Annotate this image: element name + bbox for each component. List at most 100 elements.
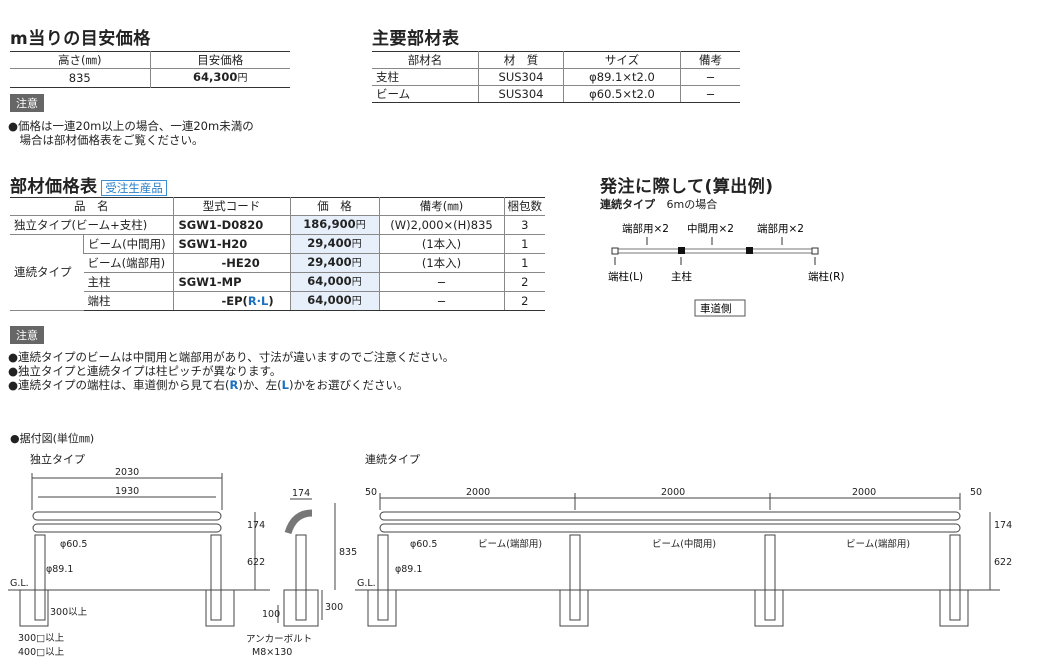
foundation (205, 589, 235, 627)
yen-unit: 円 (237, 73, 248, 84)
part-price: 29,400 (307, 255, 352, 269)
part-remark: − (378, 291, 504, 311)
dim-300: 300 (325, 602, 343, 613)
note-l: L (281, 378, 289, 392)
mat-cell: − (680, 68, 740, 86)
note-2-line: ●連続タイプのビームは中間用と端部用があり、寸法が違いますのでご注意ください。 (8, 350, 455, 364)
label-phi891: φ89.1 (46, 564, 73, 575)
label-gl: G.L. (10, 578, 29, 589)
post (377, 534, 389, 621)
label-anchor2: M8×130 (252, 647, 292, 658)
table-row: 支柱 SUS304 φ89.1×t2.0 − (372, 68, 740, 86)
dim-622-cont: 622 (994, 557, 1012, 568)
parts-header: 備考(㎜) (378, 197, 504, 216)
group-label: 連続タイプ (10, 234, 84, 311)
note-r: R (229, 378, 239, 392)
label-gl-cont: G.L. (357, 578, 376, 589)
part-qty: 2 (503, 291, 545, 311)
foundation (559, 589, 589, 627)
header-price: 目安価格 (149, 51, 290, 69)
yen-unit: 円 (351, 239, 362, 250)
foundation (939, 589, 969, 627)
parts-title-row: 部材価格表 受注生産品 (10, 172, 167, 197)
label-400sq: 400□以上 (18, 647, 65, 658)
dim-2000: 2000 (466, 487, 490, 498)
part-qty: 1 (503, 253, 545, 273)
part-code: -EP(R·L) (172, 291, 290, 311)
part-price: 64,000 (307, 274, 352, 288)
note-2: ●連続タイプのビームは中間用と端部用があり、寸法が違いますのでご注意ください。 … (8, 350, 454, 392)
part-price-cell: 64,000円 (289, 291, 379, 311)
part-name: 端柱 (83, 291, 173, 311)
table-row: 独立タイプ(ビーム+支柱) SGW1-D0820 186,900円 (W)2,0… (10, 215, 545, 235)
order-subtitle-text: 6mの場合 (666, 198, 718, 211)
label-beam-end: ビーム(端部用) (478, 538, 542, 550)
label-300up: 300以上 (50, 607, 88, 618)
yen-unit: 円 (351, 277, 362, 288)
part-remark: (W)2,000×(H)835 (378, 215, 504, 235)
side-post (295, 534, 307, 621)
beam-top (379, 511, 961, 521)
parts-header: 梱包数 (503, 197, 545, 216)
note-tag-2: 注意 (10, 326, 44, 344)
note-text: )か、左( (238, 378, 282, 392)
part-price-cell: 64,000円 (289, 272, 379, 292)
beam-top (32, 511, 222, 521)
mat-cell: 支柱 (372, 68, 479, 86)
label-end1: 端部用×2 (622, 222, 669, 235)
code-prefix: -EP( (221, 293, 248, 308)
part-remark: (1本入) (378, 234, 504, 254)
price-value: 64,300 (193, 70, 238, 84)
label-end2: 端部用×2 (757, 222, 804, 235)
main-post (746, 247, 753, 254)
part-price-cell: 186,900円 (289, 215, 379, 235)
dim-174-cont: 174 (994, 520, 1012, 531)
part-code: SGW1-H20 (172, 234, 290, 254)
part-price-cell: 29,400円 (289, 253, 379, 273)
drawing-title: ●据付図(単位㎜) (10, 432, 95, 445)
side-bracket (284, 509, 313, 535)
foundation (754, 589, 784, 627)
price-table: 高さ(㎜) 目安価格 835 64,300円 (10, 51, 290, 88)
post (34, 534, 46, 621)
part-price-cell: 29,400円 (289, 234, 379, 254)
dim-622: 622 (247, 557, 265, 568)
part-qty: 1 (503, 234, 545, 254)
height-value: 835 (68, 71, 91, 85)
dim-2030: 2030 (115, 467, 139, 478)
part-price: 186,900 (303, 217, 356, 231)
mat-cell: φ60.5×t2.0 (563, 85, 681, 103)
label-phi891-cont: φ89.1 (395, 564, 422, 575)
note-1-line: ●価格は一連20m以上の場合、一連20m未満の (8, 119, 254, 133)
foundation (367, 589, 397, 627)
order-subtitle-bold: 連続タイプ (600, 198, 655, 211)
mat-header: 備考 (680, 51, 740, 69)
order-subtitle: 連続タイプ 6mの場合 (600, 196, 717, 212)
mat-header: サイズ (563, 51, 681, 69)
label-main-post: 主柱 (671, 270, 692, 283)
note-2-line: ●独立タイプと連続タイプは柱ピッチが異なります。 (8, 364, 282, 378)
dim-174-side: 174 (292, 488, 310, 499)
dim-2000: 2000 (852, 487, 876, 498)
order-title: 発注に際して(算出例) (600, 177, 774, 197)
yen-unit: 円 (351, 258, 362, 269)
label-phi605: φ60.5 (60, 539, 87, 550)
made-to-order-badge: 受注生産品 (101, 180, 167, 196)
part-name: ビーム(端部用) (83, 253, 173, 273)
beam-bottom (32, 523, 222, 533)
note-1: ●価格は一連20m以上の場合、一連20m未満の 場合は部材価格表をご覧ください。 (8, 119, 254, 147)
dim-174: 174 (247, 520, 265, 531)
parts-header: 品 名 (10, 197, 173, 216)
label-300sq: 300□以上 (18, 633, 65, 644)
end-post-r (811, 247, 819, 255)
part-code: -HE20 (172, 253, 290, 273)
part-code: SGW1-MP (172, 272, 290, 292)
label-anchor1: アンカーボルト (246, 634, 312, 645)
table-row: ビーム SUS304 φ60.5×t2.0 − (372, 85, 740, 103)
beam-bottom (379, 523, 961, 533)
part-price: 64,000 (307, 293, 352, 307)
post (764, 534, 776, 621)
part-code: SGW1-D0820 (172, 215, 290, 235)
yen-unit: 円 (355, 220, 366, 231)
label-beam-end: ビーム(端部用) (846, 538, 910, 550)
